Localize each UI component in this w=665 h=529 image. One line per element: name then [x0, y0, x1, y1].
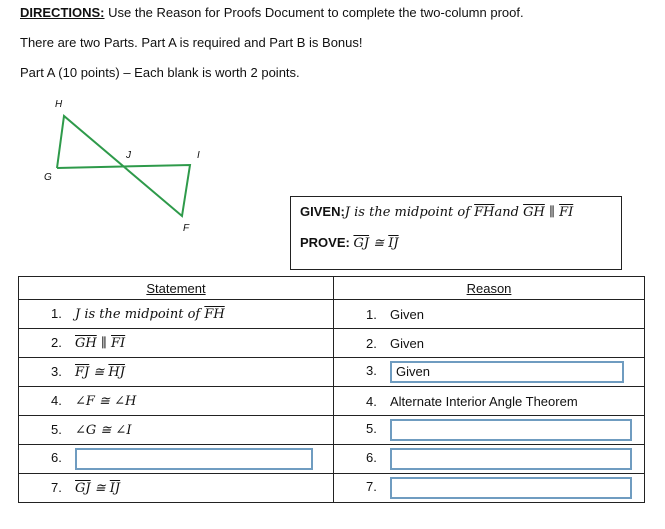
statement-cell: 2. GH ∥ FI — [18, 328, 334, 358]
statement-cell: 5. ∠G ≅ ∠I — [18, 415, 334, 445]
step-number: 2. — [366, 335, 377, 351]
table-row: 7. GJ ≅ IJ 7. — [18, 473, 645, 503]
given-seg: FH — [474, 205, 495, 220]
statement-seg: FJ — [75, 365, 90, 380]
given-seg: FI — [559, 205, 574, 220]
statement-text: ∠G ≅ ∠I — [75, 423, 132, 438]
table-row: 5. ∠G ≅ ∠I 5. — [18, 415, 645, 445]
reason-cell: 5. — [333, 415, 645, 445]
statement-cell: 7. GJ ≅ IJ — [18, 473, 334, 503]
statement-seg: GJ — [75, 481, 91, 496]
given-label: GIVEN: — [300, 204, 345, 219]
statement-cell: 4. ∠F ≅ ∠H — [18, 386, 334, 416]
step-number: 6. — [366, 450, 377, 466]
reason-text: Alternate Interior Angle Theorem — [390, 393, 578, 409]
statement-seg: FH — [204, 307, 225, 322]
statement-input-6[interactable] — [75, 448, 313, 470]
statement-cell: 3. FJ ≅ HJ — [18, 357, 334, 387]
statement-cell: 6. — [18, 444, 334, 474]
step-number: 6. — [51, 450, 62, 466]
given-op: ∥ — [544, 205, 560, 220]
prove-seg: IJ — [388, 236, 399, 251]
statement-cell: 1. J is the midpoint of FH — [18, 299, 334, 329]
triangle-figure — [56, 114, 192, 218]
given-text: J is the midpoint of — [344, 205, 475, 220]
header-statement: Statement — [18, 276, 334, 300]
statement-text: ∠F ≅ ∠H — [75, 394, 137, 409]
header-reason: Reason — [333, 276, 645, 300]
statement-op: ≅ — [89, 365, 109, 380]
reason-cell: 4. Alternate Interior Angle Theorem — [333, 386, 645, 416]
prove-label: PROVE: — [300, 235, 350, 250]
reason-text: Given — [390, 335, 424, 351]
statement-op: ≅ — [90, 481, 110, 496]
statement-seg: FI — [111, 336, 126, 351]
reason-cell: 6. — [333, 444, 645, 474]
table-row: 6. 6. — [18, 444, 645, 474]
table-row: 3. FJ ≅ HJ 3. Given — [18, 357, 645, 387]
statement-seg: IJ — [109, 481, 121, 496]
label-j: J — [126, 150, 131, 161]
directions-label: DIRECTIONS: — [20, 5, 105, 20]
step-number: 4. — [366, 393, 377, 409]
table-row: 4. ∠F ≅ ∠H 4. Alternate Interior Angle The… — [18, 386, 645, 416]
step-number: 3. — [366, 363, 377, 379]
reason-cell: 2. Given — [333, 328, 645, 358]
given-seg: GH — [523, 205, 545, 220]
given-line: GIVEN:J is the midpoint of FHand GH ∥ FI — [300, 204, 573, 220]
step-number: 5. — [366, 421, 377, 437]
figure-lines — [56, 114, 192, 218]
part-a-line: Part A (10 points) – Each blank is worth… — [20, 65, 300, 80]
label-i: I — [197, 150, 200, 161]
step-number: 7. — [366, 479, 377, 495]
table-row: 2. GH ∥ FI 2. Given — [18, 328, 645, 358]
reason-cell: 7. — [333, 473, 645, 503]
directions-text: Use the Reason for Proofs Document to co… — [104, 5, 524, 20]
step-number: 2. — [51, 335, 62, 350]
prove-seg: GJ — [353, 236, 370, 251]
label-g: G — [44, 172, 52, 183]
prove-line: PROVE: GJ ≅ IJ — [300, 235, 399, 251]
label-h: H — [55, 99, 63, 110]
reason-cell: 3. Given — [333, 357, 645, 387]
directions-line: DIRECTIONS: Use the Reason for Proofs Do… — [20, 5, 524, 20]
reason-input-3[interactable]: Given — [390, 361, 624, 383]
reason-text: Given — [390, 306, 424, 322]
step-number: 5. — [51, 422, 62, 437]
step-number: 4. — [51, 393, 62, 408]
statement-text: J is the midpoint of — [75, 307, 205, 322]
statement-op: ∥ — [96, 336, 112, 351]
statement-seg: GH — [75, 336, 97, 351]
prove-op: ≅ — [369, 236, 389, 251]
step-number: 7. — [51, 480, 62, 495]
reason-input-5[interactable] — [390, 419, 632, 441]
given-prove-box: GIVEN:J is the midpoint of FHand GH ∥ FI… — [290, 196, 622, 270]
step-number: 1. — [51, 306, 62, 321]
label-f: F — [183, 223, 190, 234]
table-row: 1. J is the midpoint of FH 1. Given — [18, 299, 645, 329]
given-and: and — [494, 205, 524, 220]
reason-input-7[interactable] — [390, 477, 632, 499]
statement-seg: HJ — [108, 365, 125, 380]
step-number: 3. — [51, 364, 62, 379]
step-number: 1. — [366, 306, 377, 322]
reason-input-6[interactable] — [390, 448, 632, 470]
parts-line: There are two Parts. Part A is required … — [20, 35, 363, 50]
reason-cell: 1. Given — [333, 299, 645, 329]
